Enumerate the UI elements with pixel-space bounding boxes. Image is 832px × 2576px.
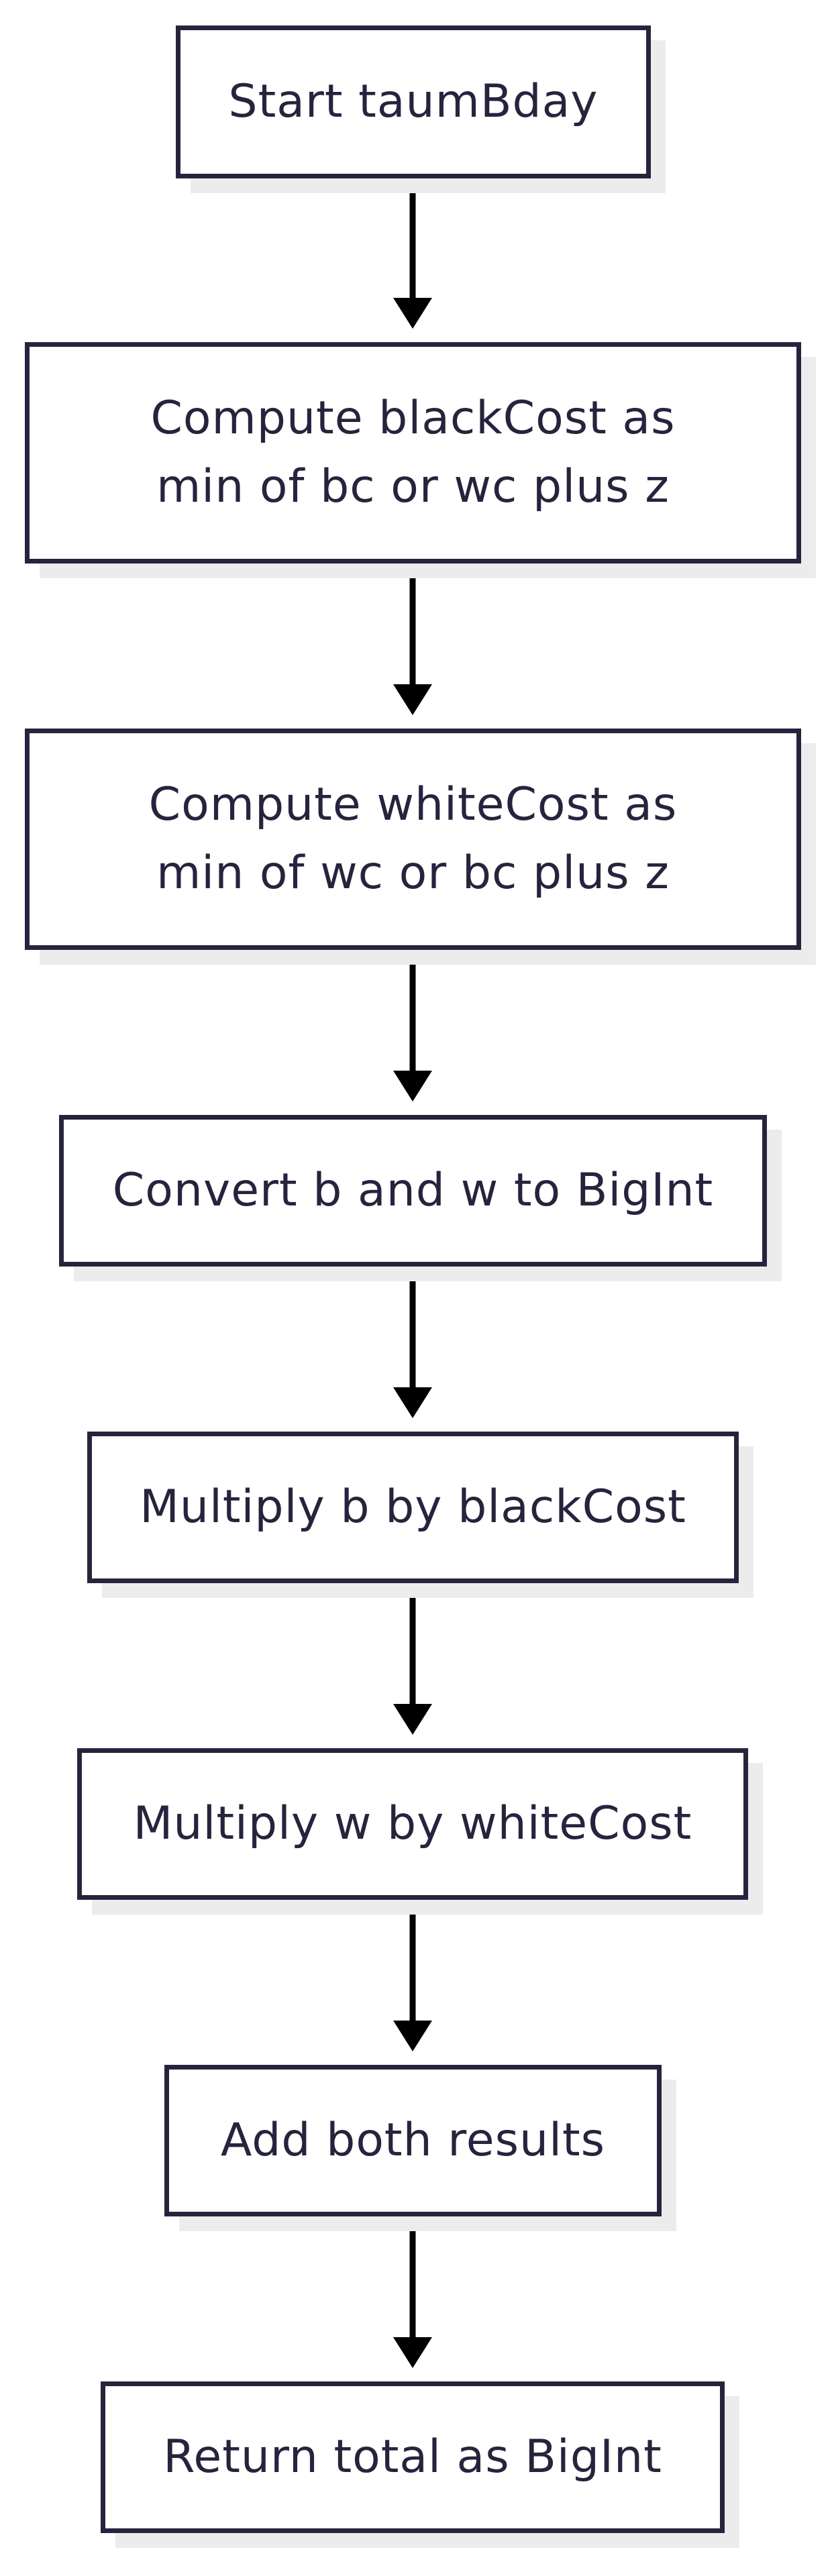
arrowhead-icon — [393, 1071, 432, 1102]
step-label: Multiply w by whiteCost — [133, 1797, 692, 1850]
step-convert: Convert b and w to BigInt — [59, 1115, 767, 1267]
edge-multiply-b-to-multiply-w — [393, 1583, 432, 1735]
edge-add-to-return — [393, 2216, 432, 2368]
step-white-cost: Compute whiteCost as min of wc or bc plu… — [25, 729, 801, 950]
step-label: Multiply b by blackCost — [140, 1481, 686, 1534]
edge-convert-to-multiply-b — [393, 1267, 432, 1418]
arrowhead-icon — [393, 2337, 432, 2368]
edge-multiply-w-to-add — [393, 1900, 432, 2051]
step-start: Start taumBday — [176, 25, 651, 178]
step-label: Compute blackCost as min of bc or wc plu… — [150, 392, 676, 513]
step-multiply-w: Multiply w by whiteCost — [77, 1748, 748, 1900]
arrowhead-icon — [393, 1704, 432, 1735]
step-label: Return total as BigInt — [163, 2430, 662, 2483]
step-label: Add both results — [220, 2114, 606, 2167]
arrowhead-icon — [393, 1387, 432, 1418]
step-label: Start taumBday — [228, 75, 599, 128]
arrowhead-icon — [393, 684, 432, 715]
edge-white-cost-to-convert — [393, 950, 432, 1102]
arrowhead-icon — [393, 2021, 432, 2051]
arrowhead-icon — [393, 298, 432, 329]
step-add: Add both results — [164, 2065, 662, 2216]
step-label: Convert b and w to BigInt — [112, 1164, 714, 1217]
step-label: Compute whiteCost as min of wc or bc plu… — [148, 778, 678, 900]
edge-start-to-black-cost — [393, 178, 432, 329]
step-return: Return total as BigInt — [101, 2381, 725, 2533]
step-multiply-b: Multiply b by blackCost — [87, 1432, 739, 1583]
step-black-cost: Compute blackCost as min of bc or wc plu… — [25, 342, 801, 564]
edge-black-cost-to-white-cost — [393, 564, 432, 715]
